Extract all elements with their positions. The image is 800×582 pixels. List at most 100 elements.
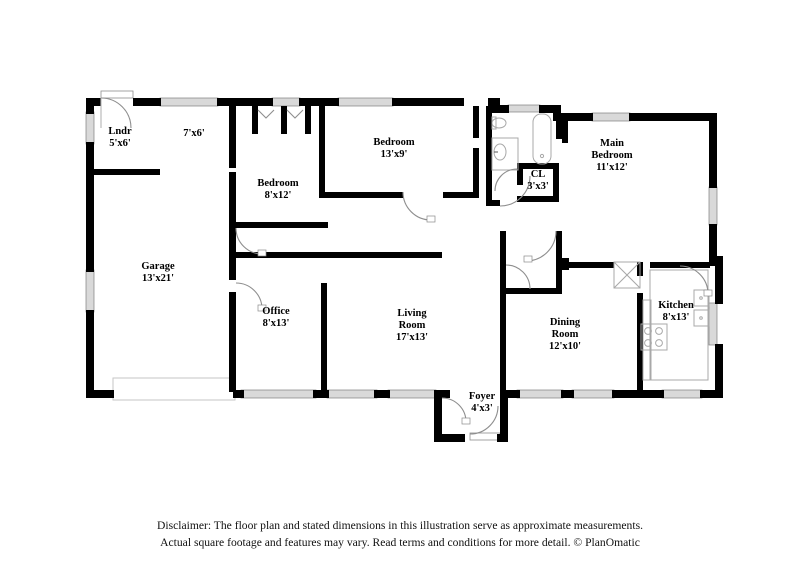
room-label-living-room: Living Room 17'x13' — [396, 308, 428, 343]
room-dimensions: 8'x13' — [262, 317, 290, 329]
wall-ext-top-d — [392, 98, 464, 106]
room-dimensions: 12'x10' — [548, 340, 582, 352]
burner-3-icon — [644, 339, 652, 347]
window-top-4 — [591, 112, 631, 122]
room-dimensions: 8'x12' — [264, 189, 292, 201]
room-name: Office — [262, 306, 290, 317]
wall-ext-bottom-f — [700, 390, 723, 398]
door-kitchen-back — [679, 265, 709, 295]
wall-mainbed-bottom-b — [650, 262, 710, 268]
kitchen-counter-left — [642, 299, 652, 381]
room-label-dining-room: Dining Room 12'x10' — [549, 317, 581, 352]
wall-top-closet-1 — [252, 106, 258, 134]
wall-hall-v4 — [556, 262, 562, 294]
disclaimer: Disclaimer: The floor plan and stated di… — [0, 518, 800, 552]
door-leaf-5 — [461, 417, 471, 425]
window-top-3 — [337, 97, 394, 107]
room-name: Kitchen — [658, 300, 694, 311]
wall-hall-vert-3 — [556, 231, 562, 265]
toilet-icon — [491, 117, 507, 129]
door-hall-lower — [505, 264, 531, 290]
tub-drain-icon — [539, 153, 545, 159]
door-leaves — [257, 215, 713, 425]
door-leaf-2 — [426, 215, 436, 223]
room-label-garage: Garage 13'x21' — [141, 261, 174, 285]
door-leaf-3 — [257, 304, 267, 312]
wall-office-right — [321, 283, 327, 393]
window-left-1 — [85, 111, 95, 145]
hvac-x-2 — [613, 261, 641, 289]
window-bottom-5 — [571, 389, 615, 399]
kitchen-sink-icon — [693, 289, 710, 307]
window-top-2 — [271, 97, 301, 107]
kitchen-sink-icon-2 — [693, 309, 710, 327]
wall-ext-right-b — [709, 224, 717, 264]
wall-ext-top-c — [299, 98, 339, 106]
wall-laundry-bottom — [94, 169, 160, 175]
wall-ext-bottom-garage — [86, 390, 114, 398]
wall-bed1-right-a — [473, 106, 479, 138]
room-label-closet: CL 3'x3' — [527, 169, 549, 193]
room-name-line2: Bedroom — [591, 149, 633, 161]
room-label-bedroom-1: Bedroom 13'x9' — [373, 137, 414, 161]
room-dimensions: 8'x13' — [662, 311, 690, 323]
kitchen-sink-drain-2 — [699, 316, 703, 320]
kitchen-sink-drain-1 — [699, 296, 703, 300]
wall-bed1-right-b — [473, 148, 479, 192]
door-bathroom — [499, 175, 531, 207]
wall-ext-bottom-a — [374, 390, 390, 398]
wall-ext-right-d — [715, 264, 723, 304]
bathtub-icon — [532, 113, 552, 165]
room-dimensions: 3'x3' — [527, 180, 549, 192]
door-leaf-6 — [703, 289, 713, 297]
wall-ext-bottom-e — [612, 390, 664, 398]
wall-bath-right — [556, 121, 562, 139]
wall-garage-right-a — [229, 106, 236, 168]
walls — [86, 98, 723, 442]
wall-ext-left-c — [86, 310, 94, 398]
wall-ext-bottom-a2 — [313, 390, 329, 398]
garage-door — [112, 377, 236, 401]
wall-living-right — [500, 318, 506, 390]
burner-4-icon — [655, 339, 663, 347]
disclaimer-line-1: Disclaimer: The floor plan and stated di… — [157, 519, 643, 532]
wall-ext-left-a — [86, 106, 94, 114]
door-closet-b2-b — [286, 109, 304, 119]
wall-hall-top — [236, 252, 442, 258]
hvac-closet-icon — [613, 261, 641, 289]
wall-garage-right-c — [229, 292, 236, 392]
wall-bed2-bottom — [236, 222, 328, 228]
wall-ext-bath-top-a — [500, 105, 509, 113]
wall-ext-right-a — [709, 113, 717, 188]
wall-hall-bottom — [500, 288, 562, 294]
room-dimensions: 4'x3' — [471, 402, 493, 414]
wall-top-closet-3 — [305, 106, 311, 134]
wall-mainbed-left-a — [562, 113, 568, 143]
window-bottom-6 — [661, 389, 703, 399]
wall-ext-top-f — [629, 113, 717, 121]
room-label-kitchen: Kitchen 8'x13' — [658, 300, 694, 324]
window-bath-top — [507, 104, 541, 113]
wall-closet-top — [517, 163, 559, 169]
wall-bath-bottom — [486, 200, 500, 206]
room-dimensions: 11'x12' — [596, 161, 628, 173]
wall-closet-right — [553, 163, 559, 201]
laundry-door-leaf — [100, 90, 134, 99]
room-label-main-bedroom: Main Bedroom 11'x12' — [591, 138, 632, 173]
wall-bath-left — [486, 106, 492, 206]
wall-mainbed-bottom-c — [559, 258, 569, 270]
room-label-office: Office 8'x13' — [262, 306, 289, 330]
room-name: Lndr — [108, 126, 132, 137]
door-bedroom1 — [402, 191, 432, 221]
window-bottom-1 — [240, 389, 317, 399]
wall-ext-top-left — [86, 98, 101, 106]
window-right-1 — [708, 186, 718, 226]
wall-ext-bottom-c — [500, 390, 520, 398]
wall-foyer-left — [434, 390, 442, 442]
room-name: Bedroom — [373, 137, 415, 148]
wall-ext-top-b — [217, 98, 273, 106]
door-closet-b2-a — [257, 109, 275, 119]
disclaimer-line-2: Actual square footage and features may v… — [160, 535, 640, 549]
wall-ext-bath-top-b — [539, 105, 561, 113]
